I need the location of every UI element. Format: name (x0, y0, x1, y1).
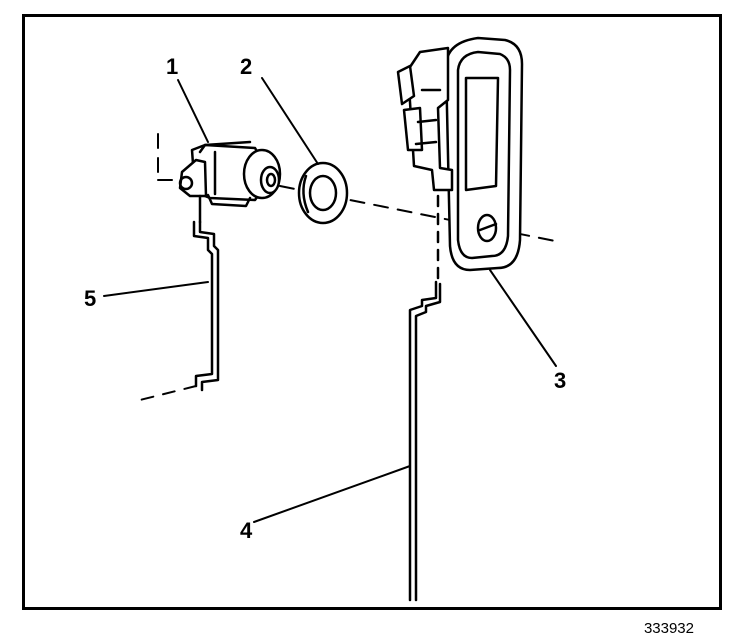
actuator-rod-icon (408, 194, 442, 602)
callout-5: 5 (84, 286, 97, 311)
leader-line-5 (103, 281, 209, 297)
figure-id: 333932 (643, 620, 694, 637)
callout-4: 4 (240, 518, 253, 543)
lock-cylinder-icon (178, 140, 282, 208)
diagram-frame (22, 14, 722, 610)
leader-line-3 (489, 269, 557, 367)
leader-line-4 (253, 465, 411, 523)
callout-3: 3 (554, 368, 567, 393)
callout-1: 1 (166, 54, 179, 79)
gasket-icon (297, 161, 349, 225)
cylinder-rod-icon (139, 194, 220, 401)
leader-line-1 (177, 79, 209, 143)
leader-lines (103, 77, 557, 523)
assembly-centerline (157, 133, 556, 242)
leader-line-2 (261, 77, 319, 165)
door-handle-icon (396, 36, 524, 272)
callout-2: 2 (240, 54, 253, 79)
